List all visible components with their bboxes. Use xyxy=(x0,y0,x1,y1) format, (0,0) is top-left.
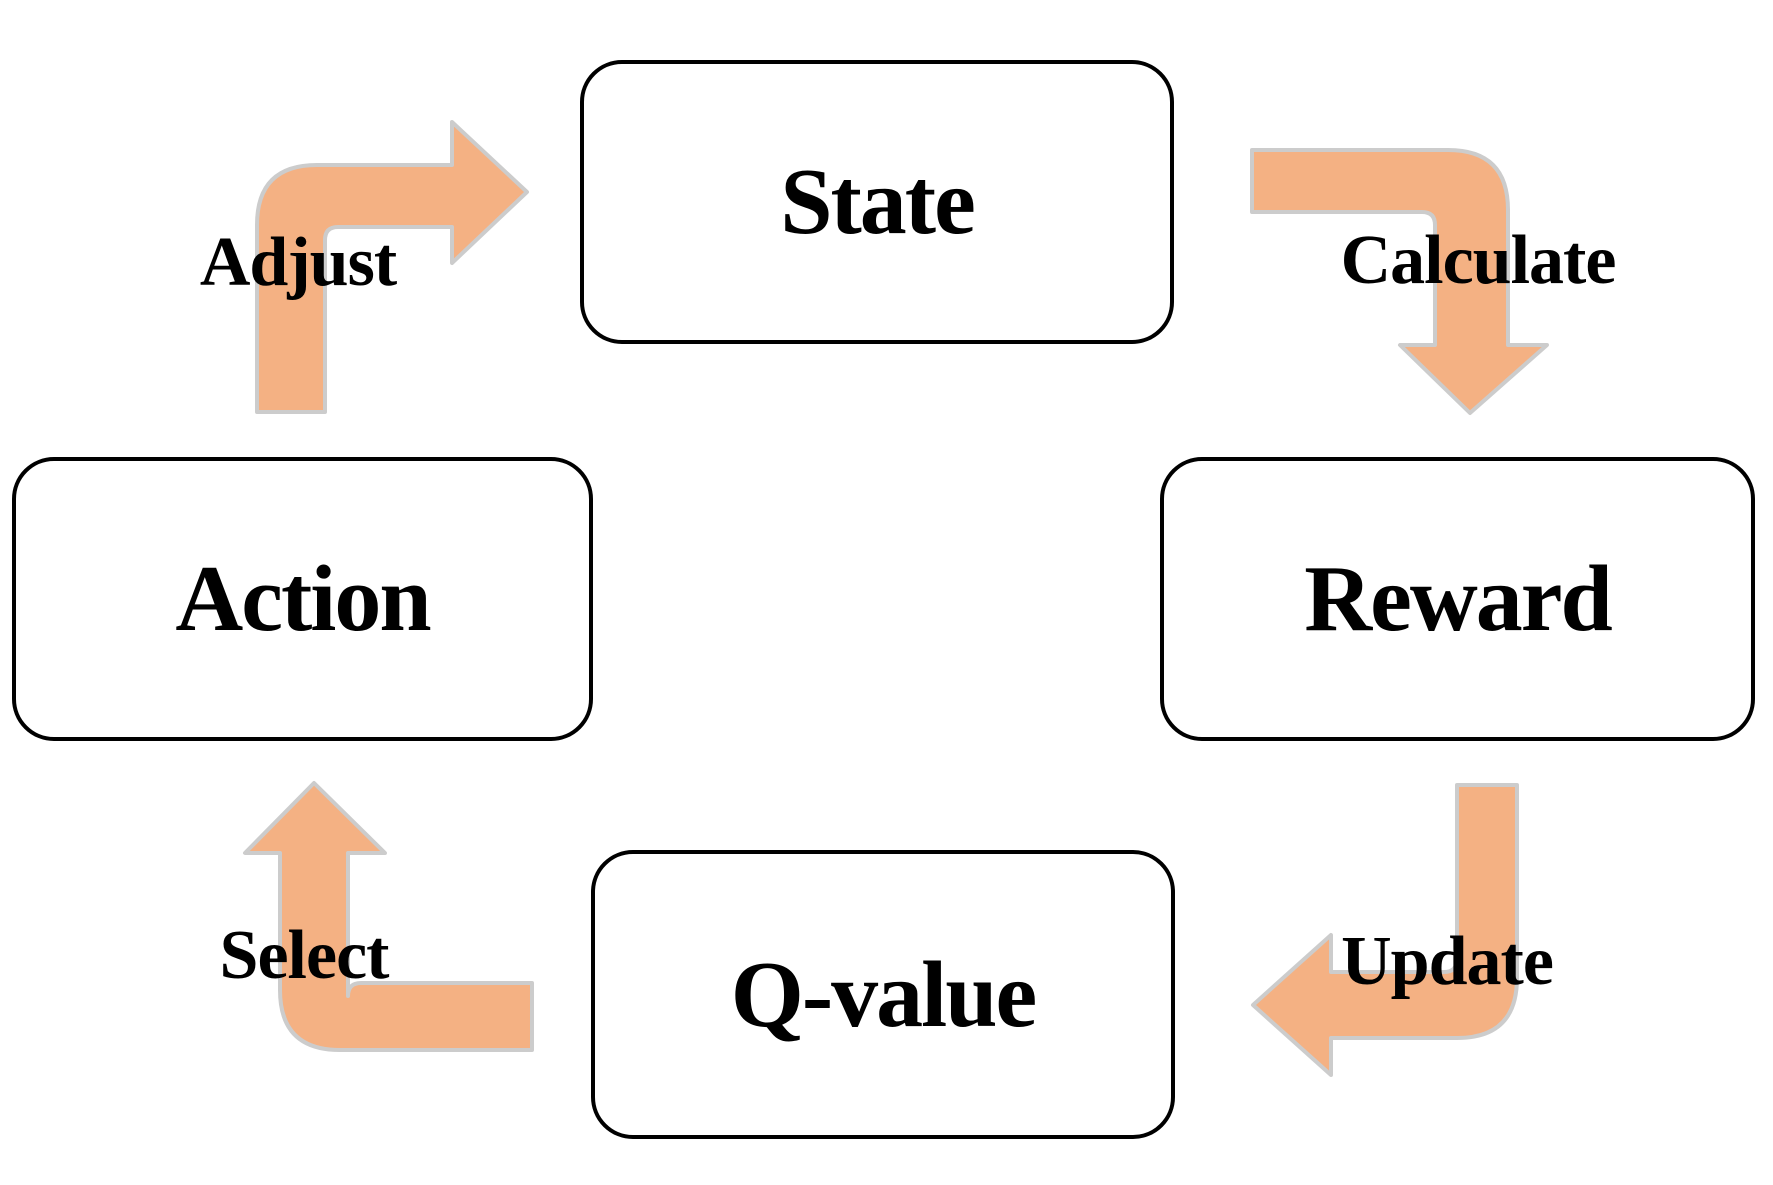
node-action-label: Action xyxy=(175,547,431,651)
edge-label-select: Select xyxy=(219,917,390,994)
update-arrow-icon xyxy=(1251,783,1519,1077)
node-qvalue: Q-value xyxy=(591,850,1175,1139)
node-reward: Reward xyxy=(1160,457,1755,741)
node-qvalue-label: Q-value xyxy=(730,942,1038,1047)
node-action: Action xyxy=(12,457,593,741)
node-state-label: State xyxy=(780,150,976,254)
calculate-arrow-icon xyxy=(1250,148,1549,415)
node-state: State xyxy=(580,60,1174,344)
adjust-arrow-icon xyxy=(255,120,529,414)
edge-label-calculate: Calculate xyxy=(1340,222,1617,299)
node-reward-label: Reward xyxy=(1304,547,1612,651)
edge-label-update: Update xyxy=(1341,923,1554,1000)
edge-label-adjust: Adjust xyxy=(199,224,397,301)
select-arrow-icon xyxy=(243,781,534,1052)
